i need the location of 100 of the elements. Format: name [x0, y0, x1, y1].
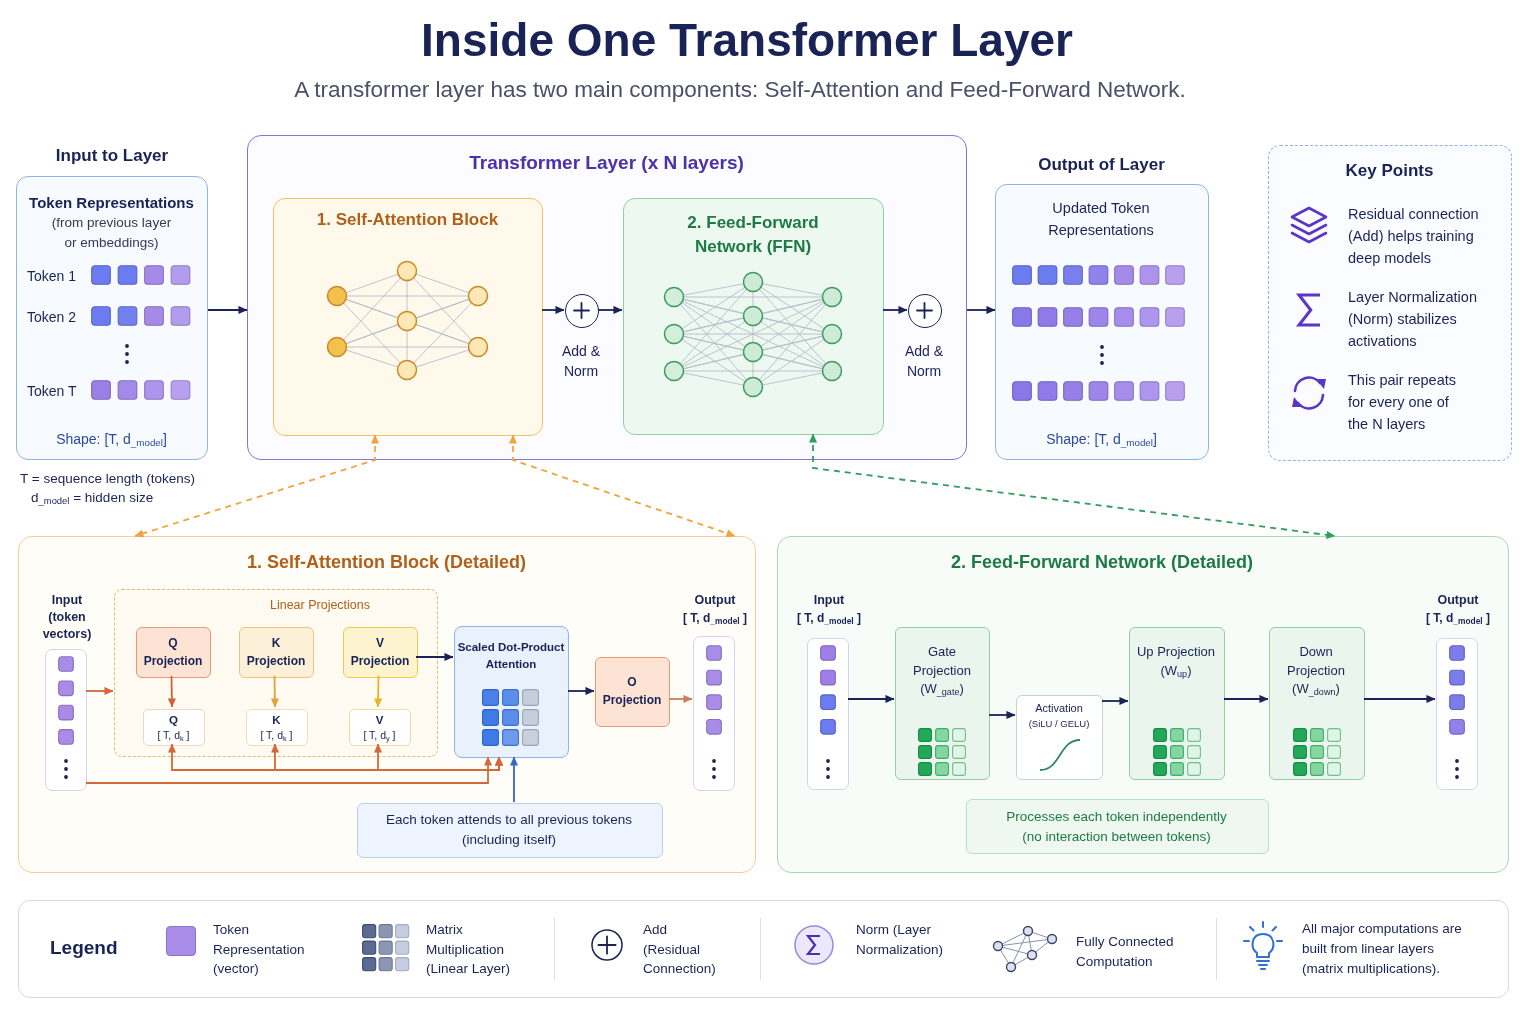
box-label: Down Projection (W$_{_down}$) [1286, 643, 1346, 699]
matrix-name: Q [169, 713, 178, 727]
legend-text: Add (Residual Connection) [643, 921, 716, 978]
legend-title: Legend [50, 936, 118, 960]
arrow [415, 652, 454, 662]
column-heading: Input [813, 592, 845, 609]
key-point-text: This pair repeats for every one of the N layers [1348, 371, 1457, 434]
arrow [847, 694, 895, 704]
shape-label: [ T, d$_{k}$ ] [260, 728, 293, 742]
arrow [373, 743, 504, 771]
arrow [374, 675, 383, 708]
legend-text: Token Representation (vector) [213, 921, 305, 978]
section-heading: Input to Layer [55, 146, 169, 166]
dashed-arrow [508, 434, 736, 538]
note-text: d$_{_model}$ = hidden size [31, 489, 154, 508]
ffn-block [623, 198, 884, 435]
ffn-detail-panel [777, 536, 1509, 873]
activation-box [1016, 695, 1103, 780]
arrow [966, 305, 996, 315]
projection-box [1269, 627, 1365, 780]
arrow [567, 686, 595, 696]
container-title: Transformer Layer (x N layers) [469, 152, 744, 174]
attention-detail-panel [18, 536, 756, 873]
projection-box [343, 627, 418, 678]
arrow [541, 305, 565, 315]
attention-box [454, 626, 569, 758]
panel-title: Key Points [1345, 161, 1434, 181]
layer-container [247, 135, 967, 460]
key-point-text: Layer Normalization (Norm) stabilizes activations [1348, 288, 1478, 351]
diagram-title: Inside One Transformer Layer [421, 13, 1073, 68]
matrix-name: K [272, 713, 281, 727]
arrow [988, 710, 1016, 720]
arrow [270, 675, 279, 708]
token-label: Token T [27, 382, 77, 400]
shape-label: [ T, d$_{k}$ ] [157, 728, 190, 742]
note-text: T = sequence length (tokens) [20, 470, 195, 488]
matrix-box [349, 709, 411, 746]
legend-note: All major computations are built from linear layers (matrix multiplications). [1302, 920, 1463, 978]
dashed-arrow [808, 433, 1336, 539]
note-box [966, 799, 1269, 854]
shape-label: [ T, d$_{_model}$ ] [797, 610, 861, 627]
shape-label: [ T, d$_{_model}$ ] [1426, 610, 1490, 627]
block-title: 2. Feed-Forward Network (FFN) [686, 212, 820, 258]
arrow [1223, 694, 1269, 704]
section-heading: Output of Layer [1038, 155, 1165, 175]
box-label: Up Projection (W$_{up}$) [1135, 643, 1216, 680]
arrow [882, 305, 908, 315]
arrow [668, 694, 693, 704]
note-text: Each token attends to all previous tokens (including itself) [384, 811, 634, 849]
legend-text: Matrix Multiplication (Linear Layer) [426, 921, 512, 978]
shape-label: Shape: [T, d$_{_model}$] [56, 430, 167, 448]
note-text: Processes each token independently (no interaction between tokens) [1005, 808, 1228, 846]
box-label: O Projection [602, 674, 662, 709]
arrow [85, 686, 114, 696]
key-points-panel [1268, 145, 1512, 461]
legend-text: Norm (Layer Normalization) [856, 921, 944, 959]
projection-group [114, 589, 438, 757]
legend-text: Fully Connected Computation [1076, 933, 1175, 971]
matrix-box [246, 709, 308, 746]
column-heading: Output [1437, 592, 1479, 609]
group-title: Linear Projections [269, 597, 371, 614]
column-heading: Output [694, 592, 736, 609]
panel-title: 1. Self-Attention Block (Detailed) [247, 551, 526, 573]
token-label: Token 1 [27, 267, 77, 285]
box-label: V Projection [350, 635, 410, 670]
arrow [509, 756, 519, 803]
projection-box [1129, 627, 1225, 780]
box-label: Gate Projection (W$_{_gate}$) [912, 643, 972, 699]
box-title: Updated Token Representations [1047, 199, 1155, 240]
token-label: Token 2 [27, 308, 77, 326]
projection-box [595, 657, 670, 727]
matrix-name: V [375, 713, 384, 727]
dashed-arrow [134, 434, 380, 538]
panel-title: 2. Feed-Forward Network (Detailed) [950, 551, 1254, 573]
arrow [85, 756, 493, 784]
block-title: 1. Self-Attention Block [316, 209, 499, 231]
key-point-text: Residual connection (Add) helps training deep models [1348, 205, 1480, 268]
diagram-subtitle: A transformer layer has two main components: Self-Attention and Feed-Forward Network. [294, 76, 1186, 104]
arrow [207, 305, 248, 315]
arrow [597, 305, 623, 315]
column-heading: Input (token vectors) [41, 592, 93, 643]
projection-box [239, 627, 314, 678]
box-sublabel: (SiLU / GELU) [1028, 717, 1090, 731]
shape-label: [ T, d$_{_model}$ ] [683, 610, 747, 627]
box-subtitle: (from previous layer or embeddings) [50, 214, 173, 252]
arrow [167, 675, 176, 708]
node-caption: Add & Norm [560, 342, 602, 381]
matrix-box [143, 709, 205, 746]
node-caption: Add & Norm [903, 342, 945, 381]
arrow [1363, 694, 1436, 704]
box-label: Scaled Dot-Product Attention [456, 640, 566, 672]
box-title: Token Representations [29, 193, 194, 212]
box-label: Activation [1035, 701, 1083, 716]
projection-box [895, 627, 990, 780]
projection-box [136, 627, 211, 678]
note-box [357, 803, 663, 858]
shape-label: [ T, d$_{y}$ ] [363, 728, 396, 742]
box-label: Q Projection [143, 635, 203, 670]
attention-block [273, 198, 543, 436]
arrow [1101, 696, 1129, 706]
